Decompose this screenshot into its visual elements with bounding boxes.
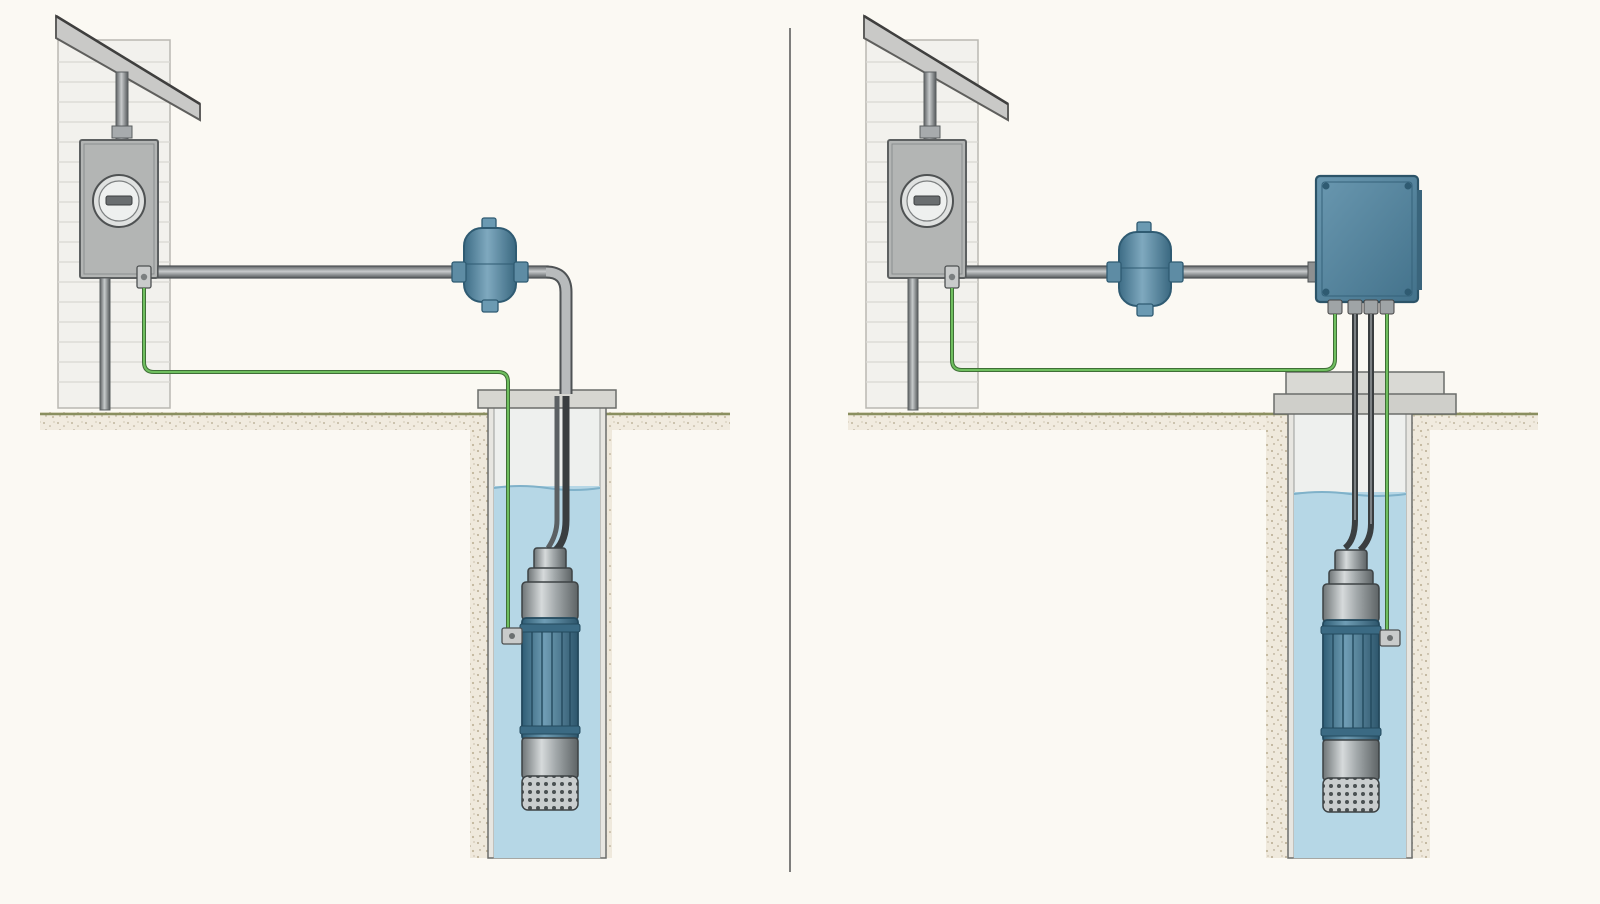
ground-wire-left bbox=[142, 288, 510, 628]
drop-cable-b-right bbox=[1357, 314, 1374, 553]
pressure-tank-right bbox=[1106, 221, 1184, 317]
conduit-tank-to-box-right bbox=[1177, 265, 1317, 279]
well-cap-left bbox=[477, 389, 617, 409]
submersible-pump-right bbox=[1320, 549, 1382, 813]
panel-left bbox=[38, 14, 732, 859]
house-wall-right bbox=[862, 14, 1010, 412]
control-box-right bbox=[1307, 174, 1422, 315]
drop-cable-a-right bbox=[1342, 314, 1358, 551]
conduit-elbow-left bbox=[545, 267, 571, 394]
pressure-tank-left bbox=[451, 217, 529, 313]
well-pad-upper-right bbox=[1285, 371, 1445, 397]
well-pad-lower-right bbox=[1273, 393, 1457, 415]
house-wall-left bbox=[54, 14, 202, 412]
ground-line-left bbox=[38, 410, 732, 432]
conduit-horizontal-left bbox=[157, 265, 459, 279]
panel-right bbox=[846, 14, 1540, 859]
conduit-meter-to-tank-right bbox=[965, 265, 1113, 279]
submersible-pump-left bbox=[519, 547, 581, 811]
